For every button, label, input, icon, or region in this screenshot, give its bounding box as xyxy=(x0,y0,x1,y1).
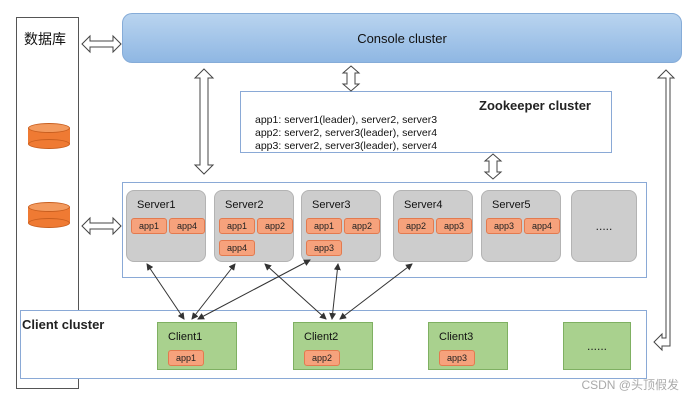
watermark: CSDN @头顶假发 xyxy=(581,378,679,392)
app-tag: app1 xyxy=(168,350,204,366)
server-name: Server2 xyxy=(225,199,264,211)
database-cylinder-icon xyxy=(28,202,70,228)
client-name: Client2 xyxy=(304,331,339,343)
app-tag: app1 xyxy=(306,218,342,234)
double-arrow-icon xyxy=(341,65,361,92)
server-box: Server3 app1 app2 app3 xyxy=(301,190,381,262)
more-clients-ellipsis: ...... xyxy=(586,339,607,353)
server-name: Server4 xyxy=(404,199,443,211)
database-cylinder-icon xyxy=(28,123,70,149)
client-box: Client2 app2 xyxy=(293,322,373,370)
client-box-more: ...... xyxy=(563,322,631,370)
client-cluster-title: Client cluster xyxy=(22,317,105,332)
client-box: Client1 app1 xyxy=(157,322,237,370)
server-box: Server2 app1 app2 app4 xyxy=(214,190,294,262)
double-arrow-icon xyxy=(81,34,122,54)
app-tag: app2 xyxy=(398,218,434,234)
app-tag: app3 xyxy=(486,218,522,234)
double-arrow-icon xyxy=(81,216,122,236)
server-box: Server4 app2 app3 xyxy=(393,190,473,262)
server-box: Server1 app1 app4 xyxy=(126,190,206,262)
client-name: Client1 xyxy=(168,331,203,343)
app-tag: app4 xyxy=(219,240,255,256)
zookeeper-line: app1: server1(leader), server2, server3 xyxy=(255,114,438,126)
double-arrow-icon xyxy=(193,68,215,175)
app-tag: app2 xyxy=(344,218,380,234)
app-tag: app4 xyxy=(524,218,560,234)
server-name: Server5 xyxy=(492,199,531,211)
server-name: Server1 xyxy=(137,199,176,211)
zookeeper-line: app2: server2, server3(leader), server4 xyxy=(255,127,438,139)
server-box: Server5 app3 app4 xyxy=(481,190,561,262)
server-name: Server3 xyxy=(312,199,351,211)
double-arrow-icon xyxy=(653,69,676,352)
console-cluster-label: Console cluster xyxy=(357,30,447,46)
database-title: 数据库 xyxy=(24,31,66,47)
app-tag: app2 xyxy=(257,218,293,234)
double-arrow-icon xyxy=(483,153,503,180)
app-tag: app1 xyxy=(219,218,255,234)
zookeeper-title: Zookeeper cluster xyxy=(479,98,591,113)
console-cluster: Console cluster xyxy=(122,13,682,63)
app-tag: app2 xyxy=(304,350,340,366)
app-tag: app3 xyxy=(439,350,475,366)
client-name: Client3 xyxy=(439,331,474,343)
app-tag: app3 xyxy=(306,240,342,256)
zookeeper-line: app3: server2, server3(leader), server4 xyxy=(255,140,438,152)
more-servers-ellipsis: ..... xyxy=(595,219,613,233)
app-tag: app4 xyxy=(169,218,205,234)
app-tag: app1 xyxy=(131,218,167,234)
server-box-more: ..... xyxy=(571,190,637,262)
app-tag: app3 xyxy=(436,218,472,234)
client-box: Client3 app3 xyxy=(428,322,508,370)
zookeeper-cluster: Zookeeper cluster app1: server1(leader),… xyxy=(240,91,612,153)
